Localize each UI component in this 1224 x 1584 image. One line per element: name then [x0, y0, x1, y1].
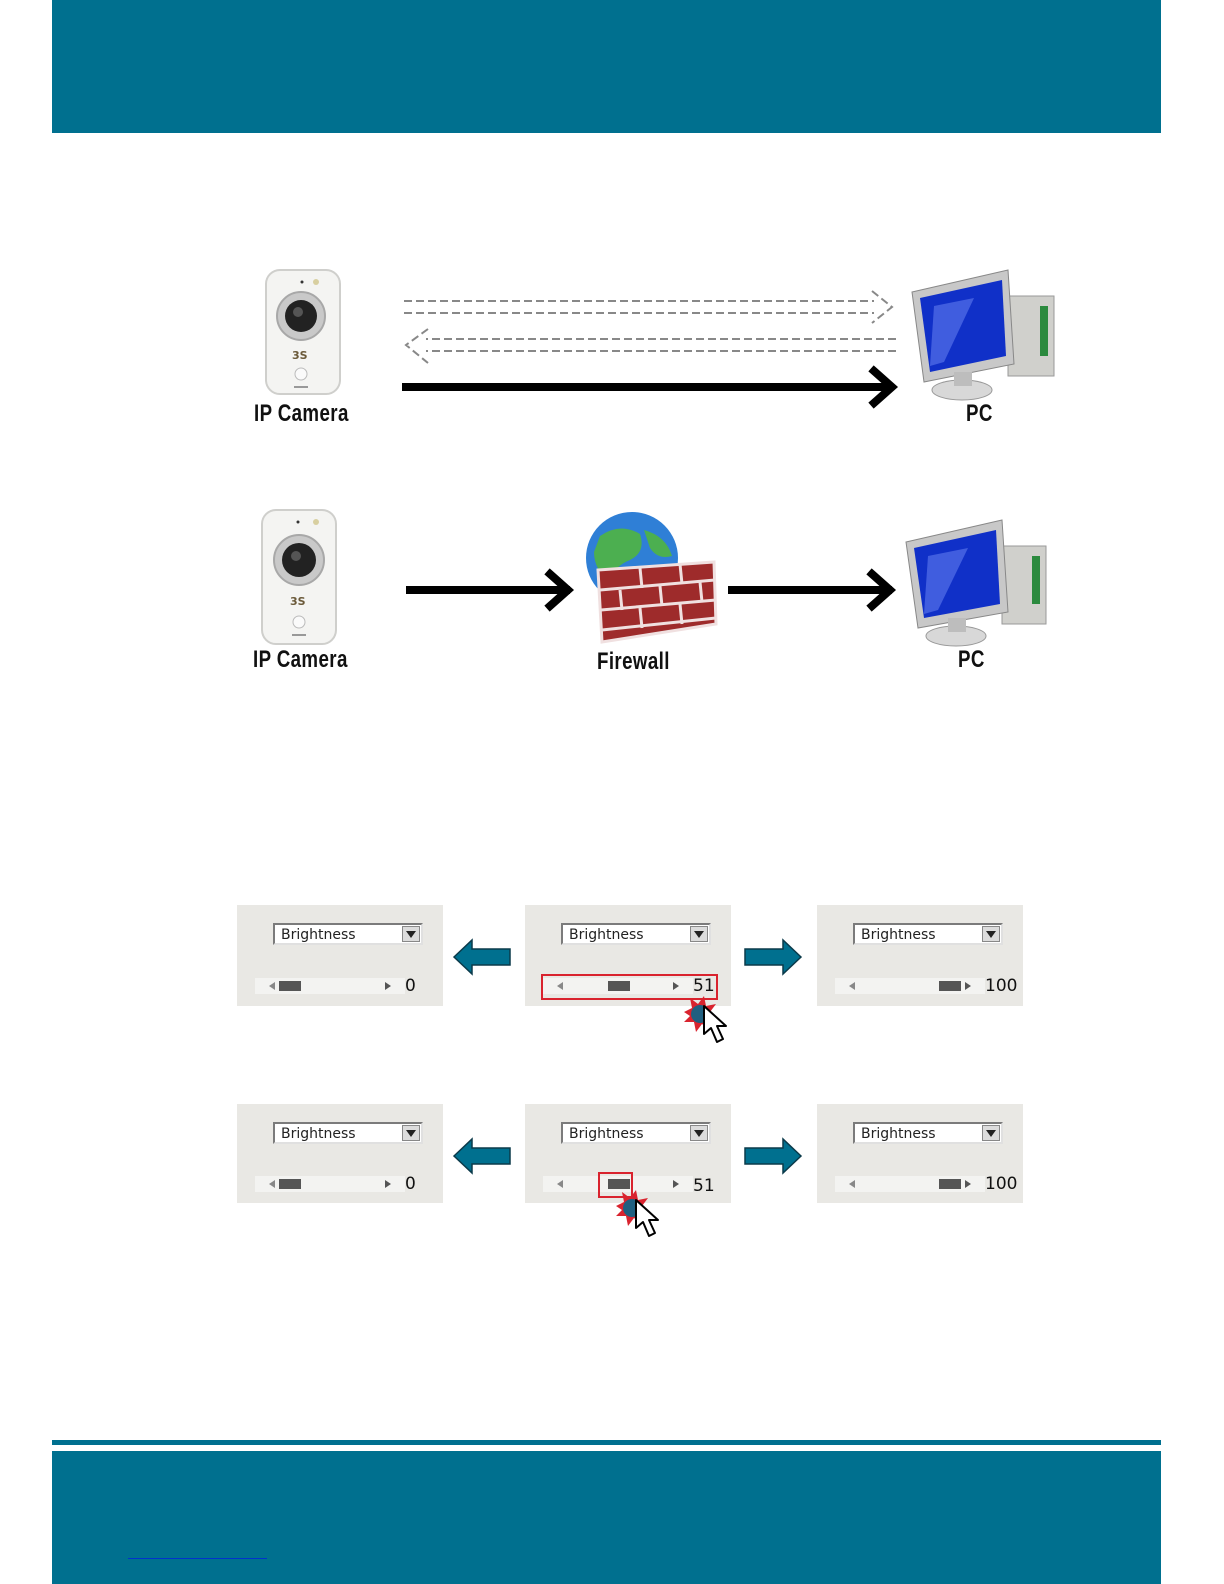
slider-thumb[interactable] [939, 981, 961, 991]
brightness-dropdown[interactable]: Brightness [853, 1122, 1003, 1144]
slider-thumb[interactable] [939, 1179, 961, 1189]
pc-image-bottom [898, 516, 1052, 650]
brightness-dropdown[interactable]: Brightness [561, 1122, 711, 1144]
ip-camera-image-top: 3S [262, 268, 344, 396]
chevron-down-icon[interactable] [402, 1125, 420, 1141]
dropdown-value: Brightness [281, 927, 356, 943]
signal-arrows-top [398, 283, 902, 409]
slider-value: 0 [405, 1174, 416, 1194]
brightness-slider[interactable] [255, 1176, 405, 1192]
arrow-right-icon[interactable] [385, 1180, 391, 1188]
brightness-slider[interactable] [835, 978, 985, 994]
brightness-dropdown[interactable]: Brightness [561, 923, 711, 945]
chevron-down-icon[interactable] [690, 926, 708, 942]
slider-thumb[interactable] [279, 1179, 301, 1189]
arrow-left-blue-1 [452, 938, 512, 976]
click-cursor-icon [614, 1190, 676, 1242]
slider-panel-1-left: Brightness 0 [237, 905, 443, 1006]
slider-panel-2-right: Brightness 100 [817, 1104, 1023, 1203]
arrow-left-icon[interactable] [557, 1180, 563, 1188]
ip-camera-label-top: IP Camera [254, 400, 349, 428]
slider-panel-2-left: Brightness 0 [237, 1104, 443, 1203]
arrow-right-icon[interactable] [965, 1180, 971, 1188]
firewall-label: Firewall [597, 648, 670, 676]
pc-image-top [904, 266, 1058, 406]
slider-panel-1-right: Brightness 100 [817, 905, 1023, 1006]
arrow-right-blue-2 [743, 1137, 803, 1175]
svg-text:3S: 3S [292, 349, 308, 362]
footer-divider [52, 1440, 1161, 1445]
slider-value: 51 [693, 1176, 715, 1196]
brightness-slider[interactable] [835, 1176, 985, 1192]
arrow-right-icon[interactable] [965, 982, 971, 990]
footer-link-underline[interactable] [128, 1558, 267, 1559]
chevron-down-icon[interactable] [402, 926, 420, 942]
slider-value: 100 [985, 976, 1017, 996]
ip-camera-label-bottom: IP Camera [253, 646, 348, 674]
arrow-right-blue-1 [743, 938, 803, 976]
chevron-down-icon[interactable] [690, 1125, 708, 1141]
firewall-image [580, 512, 720, 644]
dropdown-value: Brightness [569, 927, 644, 943]
slider-value: 100 [985, 1174, 1017, 1194]
brightness-dropdown[interactable]: Brightness [273, 923, 423, 945]
brightness-dropdown[interactable]: Brightness [273, 1122, 423, 1144]
slider-thumb[interactable] [279, 981, 301, 991]
pc-label-top: PC [966, 400, 993, 428]
arrow-left-blue-2 [452, 1137, 512, 1175]
footer-band [52, 1451, 1161, 1584]
arrow-left-icon[interactable] [849, 982, 855, 990]
header-band [52, 0, 1161, 133]
slider-value: 0 [405, 976, 416, 996]
click-cursor-icon [682, 996, 744, 1048]
brightness-slider[interactable] [255, 978, 405, 994]
arrow-right-icon[interactable] [385, 982, 391, 990]
chevron-down-icon[interactable] [982, 926, 1000, 942]
dropdown-value: Brightness [861, 1126, 936, 1142]
arrow-left-icon[interactable] [849, 1180, 855, 1188]
dropdown-value: Brightness [569, 1126, 644, 1142]
arrow-camera-to-firewall [406, 570, 574, 610]
chevron-down-icon[interactable] [982, 1125, 1000, 1141]
svg-text:3S: 3S [290, 595, 306, 608]
brightness-dropdown[interactable]: Brightness [853, 923, 1003, 945]
arrow-firewall-to-pc [728, 570, 896, 610]
dropdown-value: Brightness [861, 927, 936, 943]
ip-camera-image-bottom: 3S [258, 508, 340, 646]
pc-label-bottom: PC [958, 646, 985, 674]
arrow-left-icon[interactable] [269, 982, 275, 990]
arrow-left-icon[interactable] [269, 1180, 275, 1188]
arrow-right-icon[interactable] [673, 1180, 679, 1188]
dropdown-value: Brightness [281, 1126, 356, 1142]
